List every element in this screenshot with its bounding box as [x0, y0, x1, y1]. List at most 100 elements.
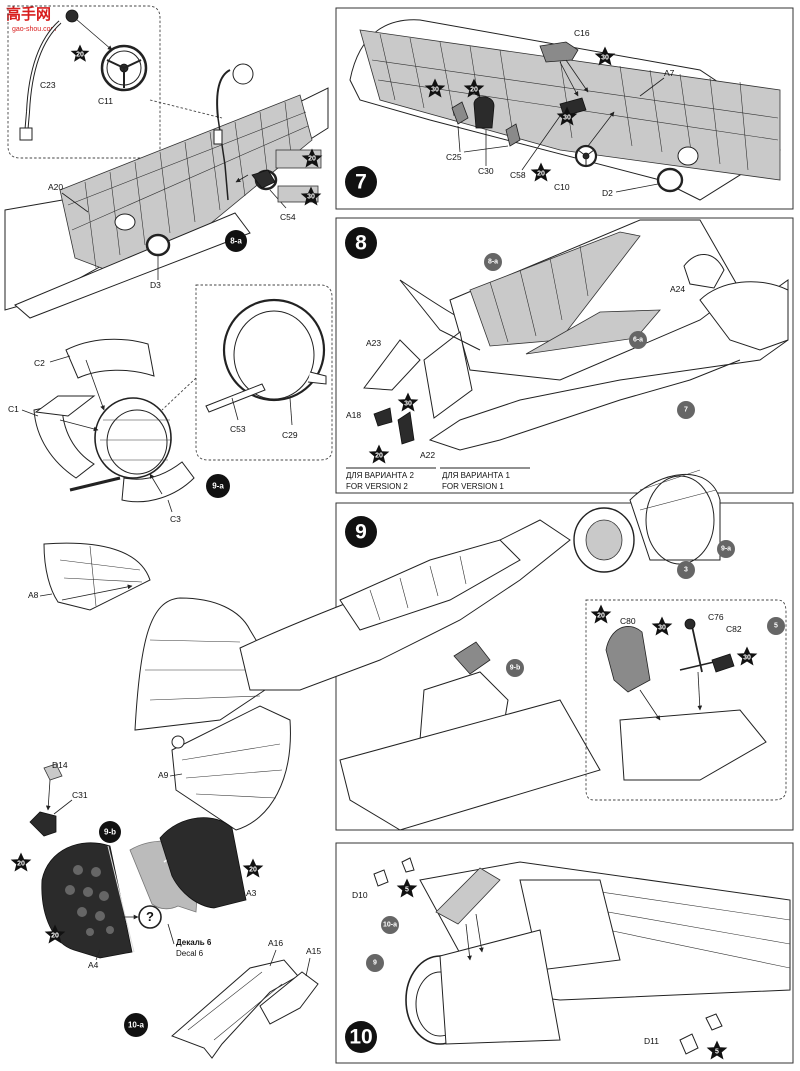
substep-badge [124, 1013, 148, 1037]
glue-time: 30 [563, 115, 571, 122]
glue-time: 20 [308, 156, 316, 163]
part-label-a23: A23 [366, 338, 381, 348]
watermark-logo: 高手网 gao-shou.com [6, 5, 57, 33]
pin-c53 [205, 383, 266, 413]
part-label-a7: A7 [664, 68, 675, 78]
glue-time: 30 [601, 55, 609, 62]
panel-back-a3 [159, 817, 247, 909]
wing-lower-center [339, 699, 601, 831]
porthole-icon [114, 213, 136, 231]
part-label-a8: A8 [28, 590, 39, 600]
ref-badge [484, 253, 502, 271]
airframe-tail-wings: A8 A9 [28, 542, 291, 831]
part-label-d2: D2 [602, 188, 613, 198]
glue-time: 5 [715, 1049, 719, 1056]
ref-label-6a: 6-a [633, 337, 643, 344]
part-label-a20: A20 [48, 182, 63, 192]
step-10-panel: 10-a 9 D10 5 D11 5 10 [335, 842, 794, 1064]
part-label-c29: C29 [282, 430, 298, 440]
glue-time: 20 [249, 867, 257, 874]
glue-time: 30 [431, 87, 439, 94]
seat-c30 [473, 96, 495, 129]
hand-wheel-c10 [574, 144, 598, 168]
variant1-label-en: FOR VERSION 1 [442, 482, 504, 491]
step-9-panel: 3 9-a 9-b C80 20 30 C76 C82 30 5 9 [239, 469, 794, 831]
step-badge [345, 516, 377, 548]
ref-badge [677, 401, 695, 419]
variant2-label-en: FOR VERSION 2 [346, 482, 408, 491]
step-badge [345, 1021, 377, 1053]
bracket-c25b [505, 123, 521, 147]
step-number-9: 9 [355, 521, 367, 544]
stick-grip-icon [232, 63, 254, 85]
cowl-ring-inner [94, 397, 172, 479]
ref-label-8a: 8-a [488, 259, 498, 266]
instrument-panel-9b [453, 641, 491, 675]
control-wheel-c11 [100, 44, 148, 92]
step-number-7: 7 [355, 171, 367, 194]
wing-a9 [171, 705, 291, 831]
pedals-c82 [711, 653, 735, 673]
part-d2-lens [656, 167, 684, 193]
part-label-c10: C10 [554, 182, 570, 192]
ref-label-9b: 9-b [510, 665, 521, 672]
step-9a-engine-cowling: C53 C29 C2 C1 C3 9-a [8, 284, 333, 524]
part-label-c82: C82 [726, 624, 742, 634]
substep-label-9b: 9-b [104, 828, 116, 837]
part-a22 [397, 411, 415, 445]
step-7-frame [335, 7, 794, 210]
ref-label-3: 3 [684, 567, 688, 574]
glue-time: 20 [597, 613, 605, 620]
ref-label-5: 5 [774, 623, 778, 630]
porthole-icon [677, 146, 699, 166]
watermark-url: gao-shou.com [12, 26, 57, 33]
part-label-c80: C80 [620, 616, 636, 626]
ref-label-9: 9 [373, 960, 377, 967]
detail-callout-cowl-ring [195, 284, 333, 461]
part-label-a16: A16 [268, 938, 283, 948]
part-a23 [363, 339, 421, 391]
variant2-label-ru: ДЛЯ ВАРИАНТА 2 [346, 471, 414, 480]
glue-time: 5 [405, 887, 409, 894]
step-8-frame [335, 217, 794, 494]
question-mark: ? [146, 909, 154, 924]
step-number-8: 8 [355, 232, 367, 255]
ref-badge [717, 540, 735, 558]
glue-time: 30 [307, 194, 315, 201]
cockpit-wall-8a [469, 231, 641, 347]
glue-time: 20 [17, 861, 25, 868]
detail-callout-seat [585, 599, 787, 801]
box-c16 [539, 41, 579, 63]
part-label-a15: A15 [306, 946, 321, 956]
cowl-ring-c29 [222, 298, 326, 402]
substep-badge [225, 230, 247, 252]
armor-plate [423, 331, 473, 419]
instrument-dials [65, 865, 114, 936]
glue-time: 20 [537, 171, 545, 178]
ref-badge [629, 331, 647, 349]
seat-c80 [605, 626, 651, 693]
stick-knob-icon [684, 618, 696, 630]
part-d3-lens [145, 233, 171, 257]
exhaust-a15 [259, 971, 319, 1025]
part-d14 [43, 763, 63, 781]
part-label-a24: A24 [670, 284, 685, 294]
part-d11 [679, 1033, 699, 1055]
decal-label-en: Decal 6 [176, 949, 204, 958]
step-8-panel: A24 A23 A18 A22 30 20 ДЛЯ ВАРИАНТА 2 FOR… [335, 217, 794, 494]
glue-time: 30 [404, 401, 412, 408]
part-label-c3: C3 [170, 514, 181, 524]
step-10-frame [335, 842, 794, 1064]
substep-badge [206, 474, 230, 498]
cowl-panel-c2 [65, 338, 155, 379]
tail-cone [699, 281, 789, 351]
decal-question-icon [138, 905, 162, 929]
step-badge [345, 166, 377, 198]
part-a18 [373, 407, 393, 427]
cowl-ring-9a [629, 474, 721, 561]
part-label-c2: C2 [34, 358, 45, 368]
ref-badge [677, 561, 695, 579]
connector-plug-icon [19, 127, 33, 141]
part-label-c31: C31 [72, 790, 88, 800]
step-9b-instrument-panel: D14 C31 20 20 A4 9-b 20 A3 ? Декаль 6 [10, 760, 264, 970]
